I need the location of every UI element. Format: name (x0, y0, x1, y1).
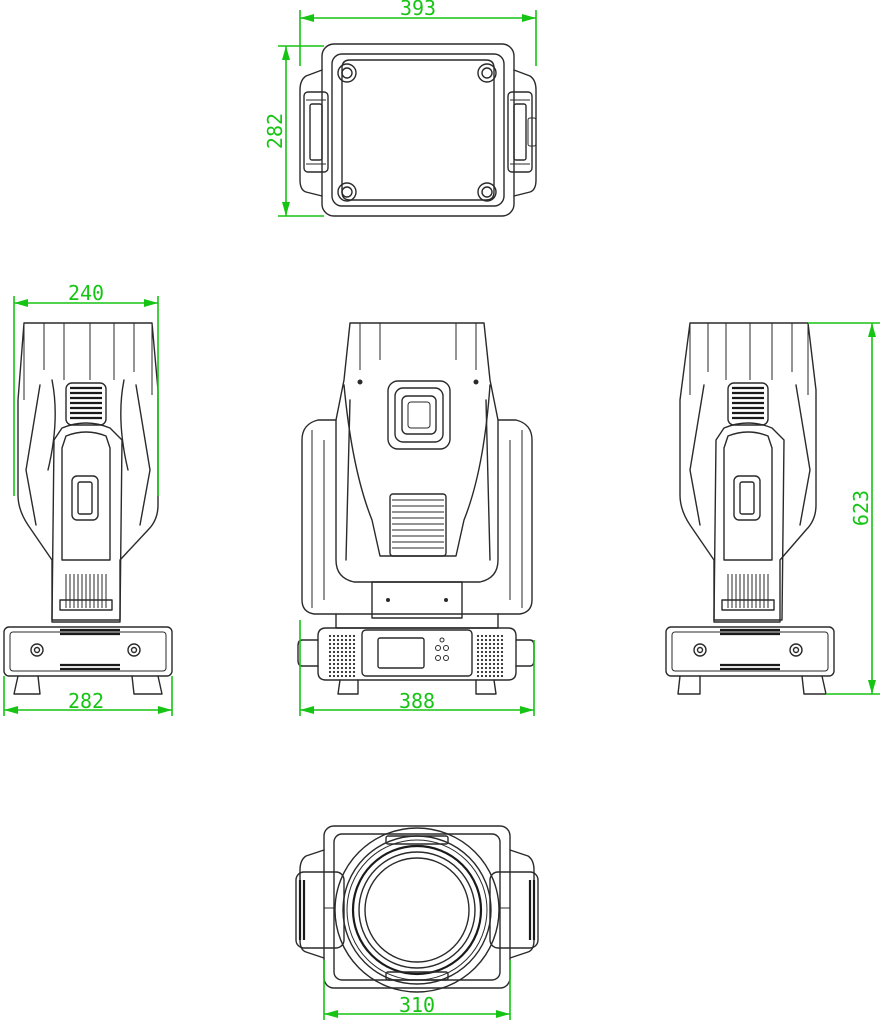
bottom-view (295, 825, 539, 993)
dimension-top-width: 393 (299, 0, 537, 66)
dim-label-282-side: 282 (68, 689, 104, 713)
side-view-left (3, 322, 173, 695)
base-grill-left (328, 634, 356, 678)
dimension-top-depth: 282 (263, 45, 324, 217)
dimension-side-head-width: 240 (13, 281, 159, 496)
dim-label-310: 310 (399, 993, 435, 1017)
dim-label-393: 393 (400, 0, 436, 20)
dimension-front-base-width: 388 (299, 620, 535, 716)
dim-label-623: 623 (849, 490, 873, 526)
base-grill-right (476, 634, 504, 678)
side-view-right (665, 322, 835, 695)
dimension-side-base-width: 282 (3, 676, 173, 716)
dim-label-282-top: 282 (263, 113, 287, 149)
top-view (299, 43, 537, 217)
dim-label-240: 240 (68, 281, 104, 305)
dimension-overall-height: 623 (808, 322, 880, 695)
dimension-bottom-width: 310 (323, 960, 511, 1020)
front-view (297, 322, 535, 695)
dim-label-388: 388 (399, 689, 435, 713)
